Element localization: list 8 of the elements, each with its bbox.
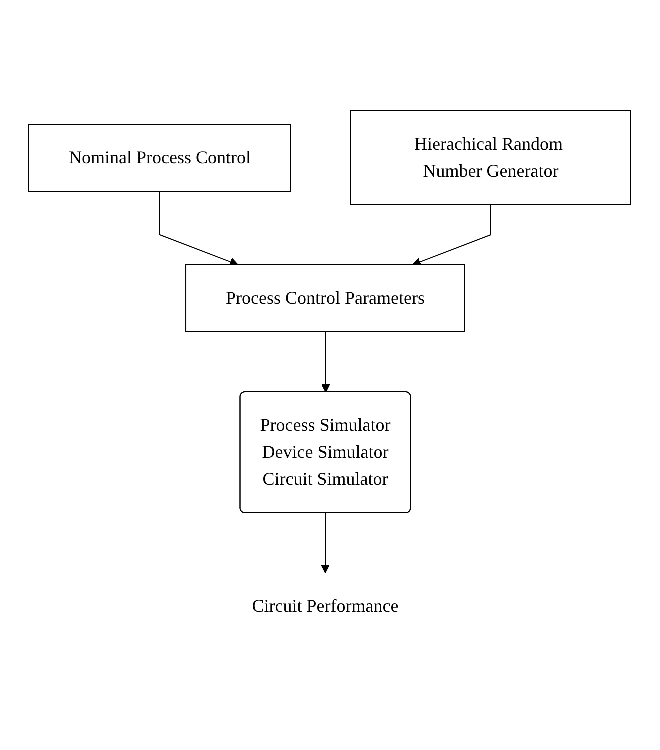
node-box: Process Control Parameters — [186, 264, 466, 332]
node-box: Nominal Process Control — [28, 124, 292, 192]
arrow — [160, 190, 239, 266]
node-text: Circuit Performance — [252, 596, 399, 616]
arrow — [321, 512, 330, 573]
arrow — [412, 204, 492, 266]
arrow — [321, 331, 330, 392]
node-box: Hierachical Random Number Generator — [350, 110, 632, 205]
